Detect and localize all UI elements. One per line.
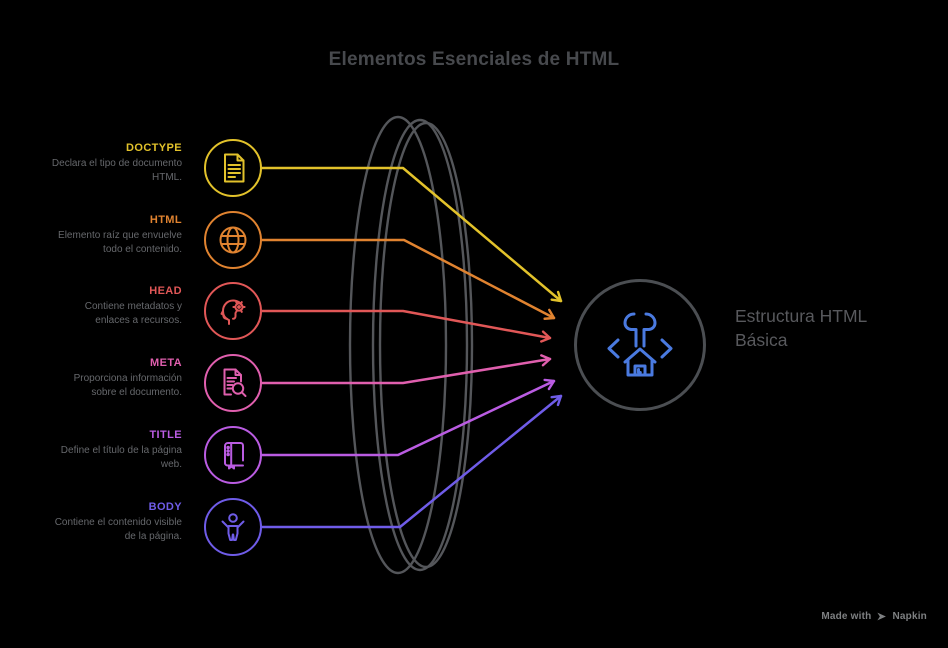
connector-line-head <box>260 309 552 343</box>
item-text: DOCTYPE Declara el tipo de documento HTM… <box>12 142 182 184</box>
document-search-icon <box>204 354 262 412</box>
description-line: de la página. <box>124 530 182 542</box>
funnel-ellipse <box>378 121 474 569</box>
item-text: META Proporciona información sobre el do… <box>12 357 182 399</box>
description-line: sobre el documento. <box>91 386 182 398</box>
item-label: HEAD <box>149 285 182 297</box>
item-label: BODY <box>148 501 182 513</box>
item-description: Elemento raíz que envuelve todo el conte… <box>12 229 182 256</box>
description-line: Elemento raíz que envuelve <box>58 230 182 241</box>
book-icon-glyph <box>224 442 244 470</box>
napkin-logo-icon <box>877 612 887 621</box>
napkin-brand-text: Napkin <box>892 611 927 622</box>
head-gear-icon <box>204 282 262 340</box>
description-line: Proporciona información <box>73 373 182 384</box>
description-line: enlaces a recursos. <box>95 314 182 326</box>
item-description: Contiene metadatos y enlaces a recursos. <box>12 300 182 327</box>
description-line: Declara el tipo de documento <box>51 158 182 169</box>
document-icon <box>204 139 262 197</box>
head-gear-icon-glyph <box>220 299 246 325</box>
description-line: Contiene el contenido visible <box>54 517 182 528</box>
description-line: todo el contenido. <box>103 243 182 255</box>
connector-line-title <box>260 378 556 457</box>
connector-line-html <box>260 238 556 320</box>
document-search-icon-glyph <box>223 368 247 397</box>
item-description: Declara el tipo de documento HTML. <box>12 157 182 184</box>
book-icon <box>204 426 262 484</box>
item-description: Define el título de la página web. <box>12 444 182 471</box>
code-house-icon <box>607 312 673 377</box>
connector-line-meta <box>260 354 552 385</box>
made-with-napkin[interactable]: Made with Napkin <box>821 611 927 622</box>
description-line: HTML. <box>152 171 182 183</box>
item-text: TITLE Define el título de la página web. <box>12 429 182 471</box>
page-title: Elementos Esenciales de HTML <box>328 49 620 70</box>
result-circle <box>574 279 706 411</box>
funnel-ellipse <box>348 115 448 575</box>
item-text: BODY Contiene el contenido visible de la… <box>12 501 182 543</box>
globe-icon-glyph <box>219 226 247 254</box>
connector-line-doctype <box>260 166 563 303</box>
item-description: Proporciona información sobre el documen… <box>12 372 182 399</box>
person-icon-glyph <box>221 513 245 541</box>
description-line: web. <box>160 458 182 470</box>
globe-icon <box>204 211 262 269</box>
item-label: HTML <box>149 214 182 226</box>
item-text: HEAD Contiene metadatos y enlaces a recu… <box>12 285 182 327</box>
description-line: Define el título de la página <box>60 445 182 456</box>
item-description: Contiene el contenido visible de la pági… <box>12 516 182 543</box>
document-icon-glyph <box>224 153 245 183</box>
result-label: Estructura HTML Básica <box>735 306 867 350</box>
description-line: Contiene metadatos y <box>84 301 182 312</box>
item-text: HTML Elemento raíz que envuelve todo el … <box>12 214 182 256</box>
funnel-ellipse <box>371 118 469 572</box>
item-label: DOCTYPE <box>126 142 182 154</box>
item-label: META <box>150 357 182 369</box>
person-icon <box>204 498 262 556</box>
item-label: TITLE <box>149 429 182 441</box>
made-with-text: Made with <box>821 611 872 622</box>
connector-line-body <box>260 394 563 529</box>
